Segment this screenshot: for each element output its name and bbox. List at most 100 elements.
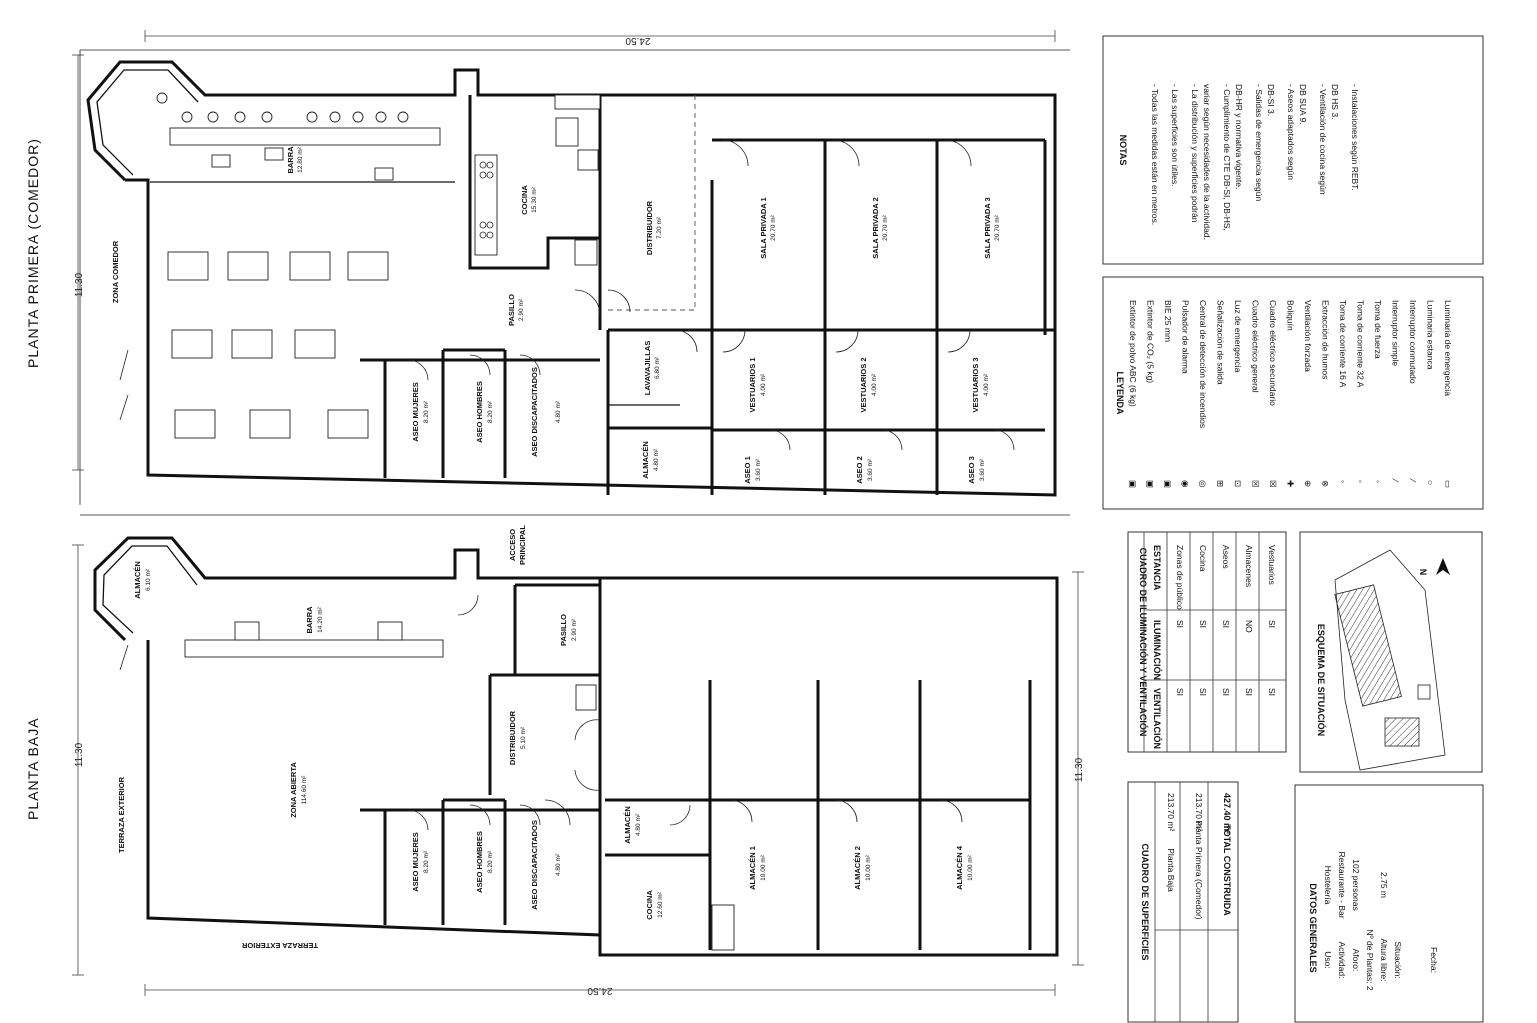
leyenda-list: ▣Extintor de polvo ABC (6 kg)▣Extintor d… — [1128, 300, 1453, 488]
legend-item: Luz de emergencia — [1233, 300, 1243, 373]
iluminacion-header: VENTILACIÓN — [1152, 688, 1163, 749]
aseo-1-area: 3.60 m² — [755, 458, 762, 481]
legend-item: BIE 25 mm — [1163, 300, 1173, 342]
legend-symbol-icon: ⊕ — [1303, 480, 1313, 487]
iluminacion-table: CUADRO DE ILUMINACIÓN Y VENTILACIÓN ESTA… — [1127, 531, 1287, 753]
notas-title: NOTAS — [1118, 135, 1128, 166]
lower-pasillo-area: 2.90 m² — [571, 618, 578, 641]
lower-floor-title: PLANTA BAJA — [25, 717, 41, 820]
legend-item: Toma de corriente 32 A — [1356, 300, 1366, 388]
datos-label: Aforo: — [1351, 949, 1361, 972]
leyenda-title: LEYENDA — [1115, 371, 1125, 415]
top-width-dimension: 24.50 — [625, 35, 650, 46]
legend-item: Señalización de salida — [1216, 300, 1226, 385]
lower-aseo-hombres-area: 8.20 m² — [487, 850, 494, 873]
legend-item: Extintor de polvo ABC (6 kg) — [1128, 300, 1138, 407]
superficie-label: Planta Primera (Comedor) — [1194, 820, 1204, 919]
sala-privada-2-area: 20.70 m² — [882, 214, 889, 240]
site-building-a — [1334, 584, 1402, 707]
aseo-3-area: 3.60 m² — [979, 458, 986, 481]
legend-symbol-icon: ⊡ — [1233, 480, 1243, 487]
north-arrow-icon — [1436, 558, 1450, 575]
almacen-2-area: 10.00 m² — [865, 854, 872, 880]
upper-floor-title: PLANTA PRIMERA (COMEDOR) — [25, 138, 41, 368]
sala-privada-1-label: SALA PRIVADA 1 — [759, 197, 768, 258]
almacen-1-area: 10.00 m² — [760, 854, 767, 880]
north-label: N — [1418, 569, 1428, 576]
aseo-2-area: 3.60 m² — [867, 458, 874, 481]
legend-item: Toma de fuerza — [1373, 300, 1383, 359]
legend-symbol-icon: ⁄ — [1408, 478, 1418, 483]
datos-value: Restaurante - Bar — [1337, 851, 1347, 918]
datos-value: 2.75 m — [1379, 872, 1389, 898]
upper-cocina-area: 15.30 m² — [531, 186, 538, 212]
iluminacion-cell: Zonas de público — [1175, 545, 1185, 610]
upper-aseo-discapacitados-label: ASEO DISCAPACITADOS — [530, 367, 539, 457]
lower-almacen-small-area: 4.80 m² — [635, 813, 642, 836]
lower-aseo-discapacitados-area: 4.80 m² — [555, 853, 562, 876]
nota-item-line: - Todas las medidas están en metros. — [1150, 84, 1160, 225]
site-building-b — [1384, 717, 1420, 747]
iluminacion-header: ESTANCIA — [1152, 545, 1162, 591]
vestuarios-1-label: VESTUARIOS 1 — [748, 357, 757, 412]
lower-barra-area: 14.20 m² — [317, 606, 324, 632]
legend-symbol-icon: ⁄ — [1391, 478, 1401, 483]
lower-almacen-area: 6.10 m² — [145, 568, 152, 591]
terraza-exterior-vertical-label: TERRAZA EXTERIOR — [117, 776, 126, 853]
situacion-title: ESQUEMA DE SITUACIÓN — [1316, 624, 1327, 736]
legend-item: Cuadro eléctrico general — [1251, 300, 1261, 393]
upper-distribuidor-area: 7.20 m² — [656, 216, 663, 239]
lower-aseo-mujeres-label: ASEO MUJERES — [411, 832, 420, 892]
nota-item-line: - Aseos adaptados según — [1286, 84, 1296, 180]
upper-distribuidor-label: DISTRIBUIDOR — [645, 200, 654, 255]
vestuarios-2-label: VESTUARIOS 2 — [859, 357, 868, 412]
legend-item: Luminaria estanca — [1426, 300, 1436, 370]
legend-symbol-icon: ○ — [1426, 480, 1436, 485]
iluminacion-cell: SI — [1175, 620, 1185, 628]
terraza-exterior-horizontal-label: TERRAZA EXTERIOR — [241, 941, 318, 950]
lavavajillas-area: 6.80 m² — [654, 356, 661, 379]
upper-aseo-mujeres-area: 8.20 m² — [423, 400, 430, 423]
datos-label: Altura libre: — [1379, 939, 1389, 982]
situacion-panel: ESQUEMA DE SITUACIÓN N — [1299, 531, 1483, 773]
zona-abierta-area: 114.60 m² — [301, 775, 308, 805]
iluminacion-header: ILUMINACIÓN — [1152, 620, 1163, 680]
legend-symbol-icon: ▣ — [1146, 480, 1156, 488]
upper-cocina-label: COCINA — [520, 185, 529, 215]
iluminacion-cell: SI — [1198, 620, 1208, 628]
site-marker — [1417, 684, 1431, 700]
lower-aseo-mujeres-area: 8.20 m² — [423, 850, 430, 873]
upper-floor-plan: BARRA 12.80 m² COCINA 15.30 m² DISTRIBUI… — [86, 60, 1057, 497]
lower-height-dimension-left: 11.30 — [74, 742, 85, 767]
legend-item: Extintor de CO₂ (5 kg) — [1146, 300, 1156, 383]
legend-symbol-icon: ◦ — [1338, 480, 1348, 483]
legend-item: Cuadro eléctrico secundario — [1268, 300, 1278, 406]
nota-item-line: DB SUA 9. — [1298, 84, 1308, 125]
upper-aseo-hombres-area: 8.20 m² — [487, 400, 494, 423]
legend-symbol-icon: ◎ — [1198, 480, 1208, 488]
iluminacion-cell: SI — [1175, 688, 1185, 696]
vestuarios-3-label: VESTUARIOS 3 — [971, 357, 980, 412]
superficie-total-label: TOTAL CONSTRUIDA — [1222, 824, 1232, 916]
iluminacion-cell: Vestuarios — [1267, 545, 1277, 585]
upper-aseo-hombres-label: ASEO HOMBRES — [475, 381, 484, 443]
iluminacion-cell: Cocina — [1198, 545, 1208, 572]
almacen-2-label: ALMACÉN 2 — [853, 846, 862, 890]
legend-item: Pulsador de alarma — [1181, 300, 1191, 374]
upper-barra-label: BARRA — [286, 146, 295, 174]
superficies-title: CUADRO DE SUPERFICIES — [1140, 843, 1150, 960]
nota-item-line: variar según necesidades de la actividad… — [1202, 84, 1212, 240]
vestuarios-3-area: 4.00 m² — [983, 373, 990, 396]
site-outline — [1334, 549, 1446, 771]
iluminacion-cell: SI — [1244, 688, 1254, 696]
lower-distribuidor-area: 5.10 m² — [520, 726, 527, 749]
lower-cocina-area: 12.60 m² — [657, 891, 664, 917]
datos-value: 102 personas — [1351, 859, 1361, 911]
nota-item-line: - Salidas de emergencia según — [1254, 84, 1264, 201]
superficie-total-value: 427.40 m² — [1222, 793, 1232, 834]
superficies-table: CUADRO DE SUPERFICIES Planta Baja213.70 … — [1127, 781, 1239, 1023]
nota-item-line: - Las superficies son útiles. — [1170, 84, 1180, 187]
zona-abierta-label: ZONA ABIERTA — [289, 762, 298, 818]
